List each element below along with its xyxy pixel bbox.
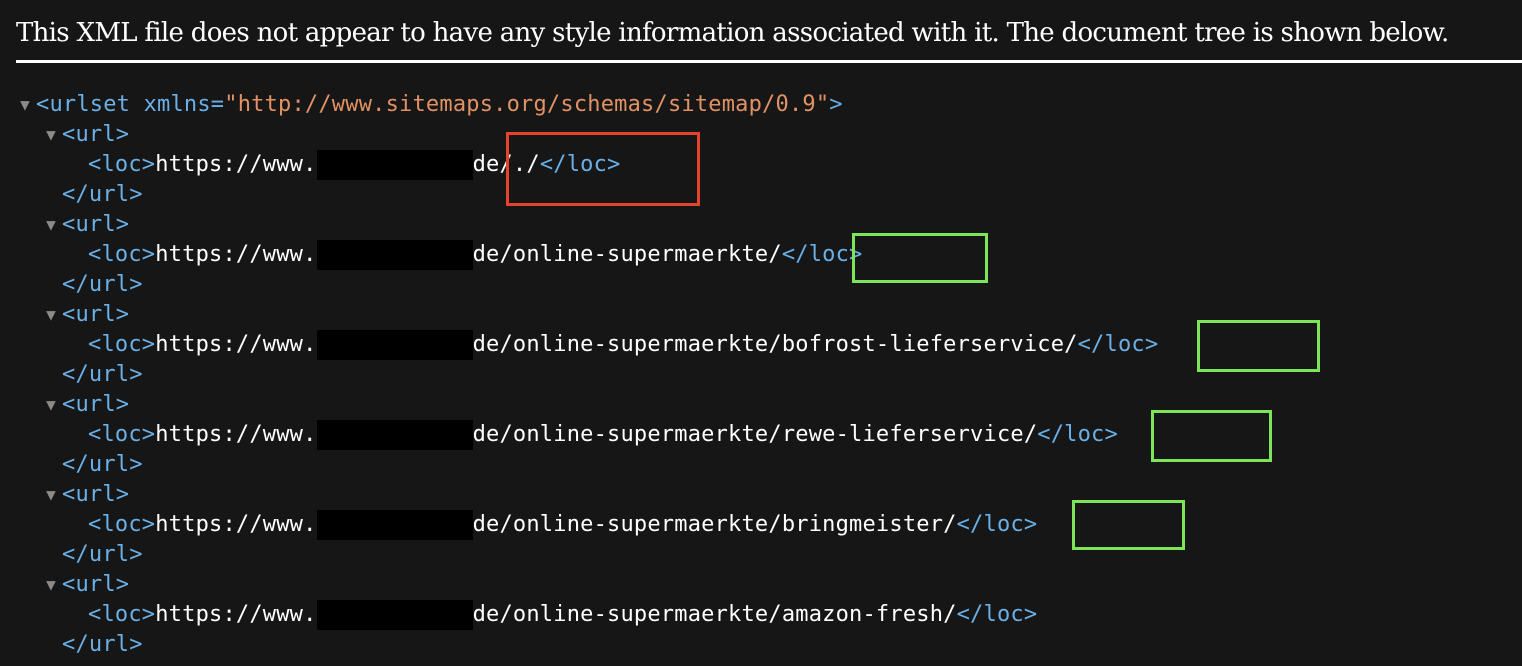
- loc-line: <loc>https://www. de/online-supermaerkte/…: [0, 240, 1522, 270]
- urlset-open-tag: <urlset: [36, 92, 131, 117]
- url-close-line: </url>: [0, 360, 1522, 390]
- url-open-tag: <url>: [62, 302, 130, 327]
- loc-line: <loc>https://www. de/online-supermaerkte/…: [0, 420, 1522, 450]
- url-entry: ▼ <url> <loc>https://www. de/online-superm…: [0, 480, 1522, 570]
- collapse-toggle-icon[interactable]: ▼: [46, 215, 56, 234]
- url-close-line: </url>: [0, 630, 1522, 660]
- url-close-tag: </url>: [62, 452, 143, 477]
- url-close-tag: </url>: [62, 272, 143, 297]
- url-close-line: </url>: [0, 540, 1522, 570]
- urlset-open-line: ▼ <urlset xmlns="http://www.sitemaps.org/…: [0, 90, 1522, 120]
- url-open-tag: <url>: [62, 122, 130, 147]
- loc-url-path: de/online-supermaerkte/bringmeister/: [472, 512, 957, 537]
- url-open-tag: <url>: [62, 392, 130, 417]
- redacted-domain: [316, 510, 473, 540]
- loc-url-prefix: https://www.: [155, 422, 317, 447]
- url-close-tag: </url>: [62, 182, 143, 207]
- url-open-line: ▼ <url>: [0, 480, 1522, 510]
- loc-url-path: de/online-supermaerkte/rewe-lieferservic…: [472, 422, 1038, 447]
- loc-url-prefix: https://www.: [155, 332, 317, 357]
- redacted-domain: [316, 600, 473, 630]
- loc-url-path: de/online-supermaerkte/: [472, 242, 782, 267]
- redacted-domain: [316, 150, 473, 180]
- url-open-line: ▼ <url>: [0, 570, 1522, 600]
- loc-line: <loc>https://www. de/online-supermaerkte/…: [0, 600, 1522, 630]
- loc-url-path: de/online-supermaerkte/amazon-fresh/: [472, 602, 957, 627]
- url-close-tag: </url>: [62, 542, 143, 567]
- loc-close-tag: </loc>: [781, 242, 863, 267]
- loc-close-tag: </loc>: [1077, 332, 1159, 357]
- url-close-line: </url>: [0, 270, 1522, 300]
- loc-open-tag: <loc>: [88, 512, 156, 537]
- loc-url-prefix: https://www.: [155, 602, 317, 627]
- loc-open-tag: <loc>: [88, 152, 156, 177]
- loc-close-tag: </loc>: [539, 152, 621, 177]
- loc-url-prefix: https://www.: [155, 512, 317, 537]
- url-entry: ▼ <url> <loc>https://www. de/online-superm…: [0, 390, 1522, 480]
- url-open-tag: <url>: [62, 572, 130, 597]
- loc-close-tag: </loc>: [956, 602, 1038, 627]
- url-open-tag: <url>: [62, 482, 130, 507]
- loc-open-tag: <loc>: [88, 332, 156, 357]
- loc-open-tag: <loc>: [88, 422, 156, 447]
- loc-close-tag: </loc>: [956, 512, 1038, 537]
- url-close-tag: </url>: [62, 362, 143, 387]
- redacted-domain: [316, 330, 473, 360]
- url-list: ▼<url> <loc>https://www.de/./</loc> </ur…: [0, 120, 1522, 660]
- redacted-domain: [316, 240, 473, 270]
- url-entry: ▼ <url> <loc>https://www. de/online-superm…: [0, 570, 1522, 660]
- loc-line: <loc>https://www. de/online-supermaerkte/…: [0, 330, 1522, 360]
- loc-url-prefix: https://www.: [155, 152, 317, 177]
- style-info-message: This XML file does not appear to have an…: [16, 18, 1449, 48]
- loc-url-prefix: https://www.: [155, 242, 317, 267]
- collapse-toggle-icon[interactable]: ▼: [20, 95, 30, 114]
- url-open-line: ▼ <url>: [0, 390, 1522, 420]
- xmlns-attribute-name: xmlns=: [130, 92, 225, 117]
- xmlns-attribute-value: "http://www.sitemaps.org/schemas/sitemap…: [224, 92, 830, 117]
- redacted-domain: [316, 420, 473, 450]
- header-divider: [16, 60, 1522, 63]
- url-close-line: </url>: [0, 450, 1522, 480]
- url-close-line: </url>: [0, 180, 1522, 210]
- url-open-line: ▼ <url>: [0, 300, 1522, 330]
- collapse-toggle-icon[interactable]: ▼: [46, 395, 56, 414]
- url-open-line: ▼ <url>: [0, 120, 1522, 150]
- loc-open-tag: <loc>: [88, 242, 156, 267]
- url-close-tag: </url>: [62, 632, 143, 657]
- loc-line: <loc>https://www. de/online-supermaerkte/…: [0, 510, 1522, 540]
- collapse-toggle-icon[interactable]: ▼: [46, 485, 56, 504]
- loc-url-path: de/./: [472, 152, 540, 177]
- loc-line: <loc>https://www. de/./</loc>: [0, 150, 1522, 180]
- url-open-line: ▼ <url>: [0, 210, 1522, 240]
- loc-close-tag: </loc>: [1037, 422, 1118, 447]
- xml-document-tree: ▼ <urlset xmlns="http://www.sitemaps.org/…: [0, 90, 1522, 660]
- loc-open-tag: <loc>: [88, 602, 156, 627]
- url-open-tag: <url>: [62, 212, 130, 237]
- collapse-toggle-icon[interactable]: ▼: [46, 125, 56, 144]
- urlset-open-tag-end: >: [829, 92, 843, 117]
- url-entry: ▼ <url> <loc>https://www. de/online-superm…: [0, 210, 1522, 300]
- url-entry: ▼ <url> <loc>https://www. de/online-superm…: [0, 300, 1522, 390]
- xml-info-header: This XML file does not appear to have an…: [0, 0, 1522, 63]
- collapse-toggle-icon[interactable]: ▼: [46, 575, 56, 594]
- collapse-toggle-icon[interactable]: ▼: [46, 305, 56, 324]
- url-entry: ▼ <url> <loc>https://www. de/./</loc> </ur…: [0, 120, 1522, 210]
- loc-url-path: de/online-supermaerkte/bofrost-lieferser…: [472, 332, 1078, 357]
